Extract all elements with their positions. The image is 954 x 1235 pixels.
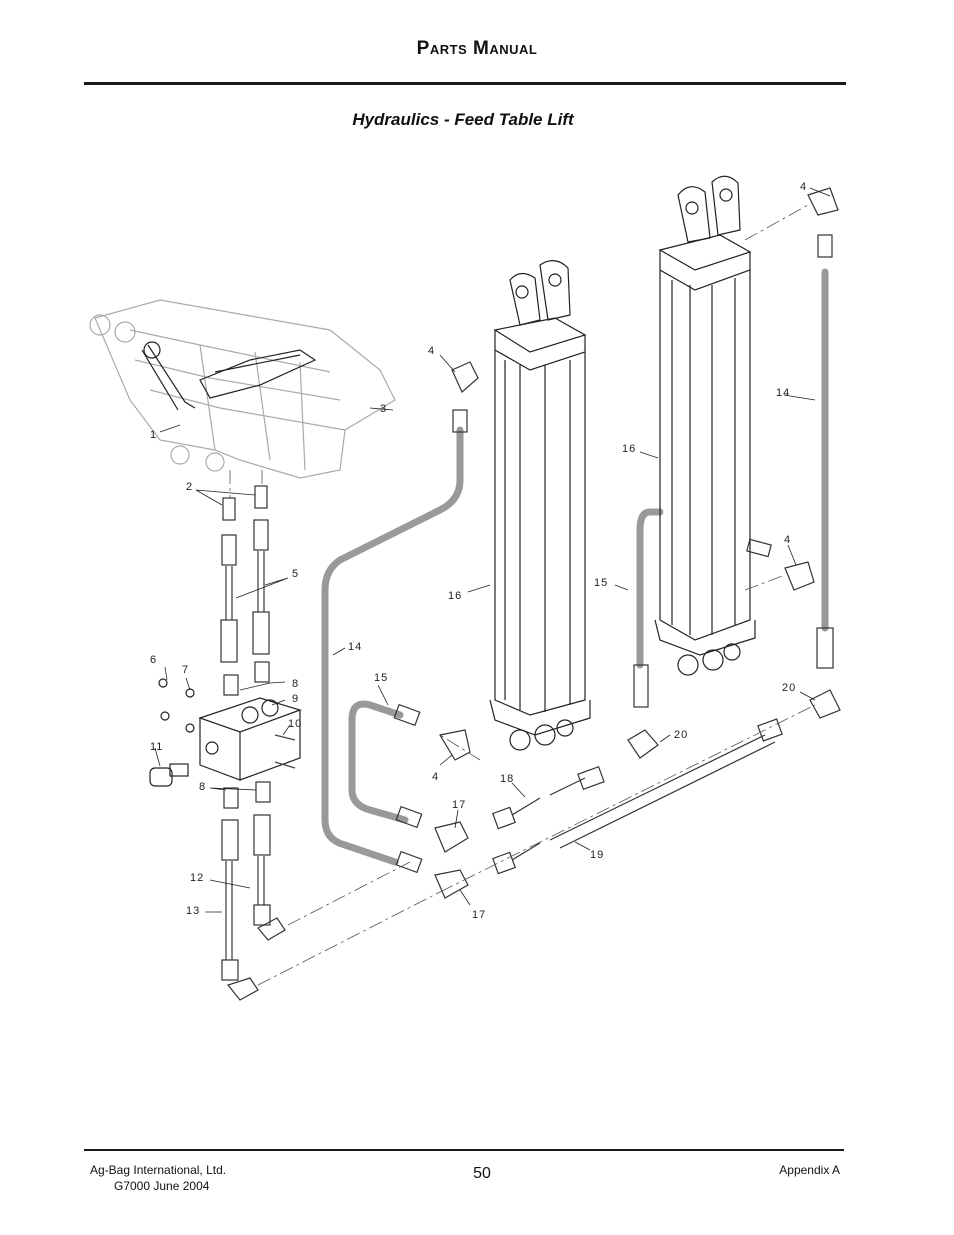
hose-15-left bbox=[348, 700, 409, 824]
callout: 10 bbox=[288, 718, 302, 730]
hose-fittings bbox=[393, 187, 841, 899]
lower-left-fittings bbox=[221, 781, 286, 1001]
callout: 15 bbox=[594, 577, 608, 589]
callout: 3 bbox=[380, 403, 387, 415]
callout: 13 bbox=[186, 905, 200, 917]
footer-edition: G7000 June 2004 bbox=[114, 1179, 210, 1193]
callout: 14 bbox=[776, 387, 790, 399]
page-number: 50 bbox=[473, 1165, 491, 1182]
callout: 4 bbox=[432, 771, 439, 783]
footer-appendix: Appendix A bbox=[779, 1163, 840, 1177]
callout: 12 bbox=[190, 872, 204, 884]
control-valve-bank bbox=[89, 299, 396, 479]
callout: 9 bbox=[292, 693, 299, 705]
callout: 4 bbox=[784, 534, 791, 546]
callout: 4 bbox=[800, 181, 807, 193]
callout: 17 bbox=[452, 799, 466, 811]
callout: 5 bbox=[292, 568, 299, 580]
callout: 15 bbox=[374, 672, 388, 684]
callout: 19 bbox=[590, 849, 604, 861]
callout: 8 bbox=[292, 678, 299, 690]
callout: 2 bbox=[186, 481, 193, 493]
callout: 7 bbox=[182, 664, 189, 676]
callout: 20 bbox=[782, 682, 796, 694]
callout: 1 bbox=[150, 429, 157, 441]
cylinder-16-right bbox=[654, 175, 756, 676]
connection-lines bbox=[229, 204, 816, 986]
callout: 6 bbox=[150, 654, 157, 666]
callout: 4 bbox=[428, 345, 435, 357]
callout: 14 bbox=[348, 641, 362, 653]
leader-lines bbox=[154, 187, 831, 913]
footer-company: Ag-Bag International, Ltd. bbox=[90, 1163, 227, 1177]
hose-14-left bbox=[321, 426, 464, 866]
manifold-block bbox=[149, 678, 302, 787]
callout: 16 bbox=[622, 443, 636, 455]
hose-15-right bbox=[636, 508, 664, 669]
valve-handle-linkage bbox=[141, 341, 317, 411]
callout: 18 bbox=[500, 773, 514, 785]
footer-rule bbox=[84, 1149, 844, 1151]
callout: 17 bbox=[472, 909, 486, 921]
part-callouts: 1 2 3 4 4 4 4 5 6 7 8 8 9 10 11 12 13 14… bbox=[150, 181, 807, 921]
section-title: Hydraulics - Feed Table Lift bbox=[352, 110, 574, 129]
header-rule bbox=[84, 82, 846, 85]
page-header-title: Parts Manual bbox=[416, 38, 538, 59]
cylinder-16-left bbox=[489, 260, 591, 751]
callout: 16 bbox=[448, 590, 462, 602]
callout: 11 bbox=[150, 741, 163, 753]
left-fittings bbox=[220, 485, 270, 696]
callout: 20 bbox=[674, 729, 688, 741]
callout: 8 bbox=[199, 781, 206, 793]
